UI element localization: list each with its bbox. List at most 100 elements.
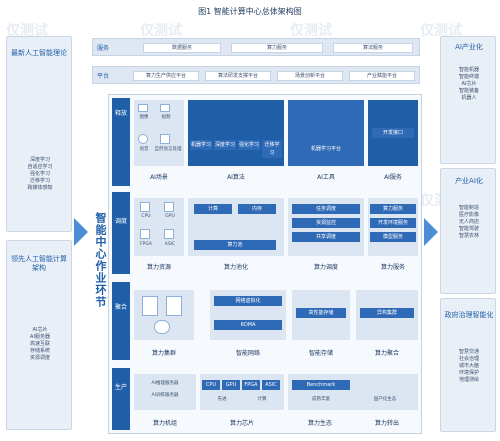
row2-caption: 算力资源 (146, 264, 171, 271)
row2-serv-box: 算力服务 开发环境服务 模型服务 (368, 198, 418, 256)
serv-chip: 开发环境服务 (370, 218, 416, 228)
row1-caption: AI工具 (317, 174, 335, 181)
serv-chip: 算力服务 (370, 204, 416, 214)
pool-chip: 内存 (238, 204, 276, 214)
asic-icon (164, 229, 174, 239)
left-theory-item: 跨媒体感知 (27, 185, 53, 191)
row3-net-box: 网络虚拟化 RDMA (210, 290, 286, 340)
left-theory-heading: 最新人工智能理论 (11, 49, 67, 57)
row2-sched-box: 任务调度 资源监控 共享调度 (288, 198, 364, 256)
left-theory-item: 迁移学习 (29, 178, 50, 184)
left-arch-item: 高速互联 (29, 341, 50, 347)
row3-cluster-box (134, 290, 194, 340)
chip-label: AI推理服务器 (151, 381, 179, 386)
row3-caption: 智能网络 (235, 350, 260, 357)
platform-label: 平台 (97, 73, 110, 80)
row2-caption: 算力池化 (223, 264, 248, 271)
chip-chip: ASIC (262, 380, 280, 390)
right-government-item: 地理测绘 (458, 377, 479, 383)
right-industry-ai-item: 无人商店 (458, 219, 479, 225)
algo-chip: 强化学习 (238, 140, 260, 150)
watermark: 仅测试 (6, 23, 48, 39)
chip-chip: FPGA (242, 380, 260, 390)
row1-caption: AI算法 (227, 174, 245, 181)
resource-label: ASIC (164, 242, 176, 247)
resource-label: CPU (141, 214, 151, 219)
store-chip: 高性能存储 (296, 308, 346, 318)
left-theory-item: 自适应学习 (27, 164, 53, 170)
right-industry-ai-item: 智能制造 (458, 205, 479, 211)
algo-chip: 深度学习 (214, 140, 236, 150)
video-icon (160, 104, 170, 112)
row3-store-box: 高性能存储 (292, 290, 350, 340)
sched-chip: 任务调度 (292, 204, 360, 214)
right-industry-item: AI芯片 (461, 81, 477, 87)
sched-chip: 共享调度 (292, 232, 360, 242)
left-arch-heading: 领先人工智能计算架构 (11, 255, 67, 272)
right-industry-ai-heading: 产业AI化 (455, 177, 483, 185)
row4-out-box: Benchmark 成熟丰富 国产化生态 (288, 374, 418, 410)
right-ai-industry-heading: AI产业化 (455, 43, 483, 51)
right-arrow-icon (424, 218, 438, 246)
row4-chip-box: CPU GPU FPGA ASIC 先进 计算 (200, 374, 284, 410)
row2-caption: 算力调度 (313, 264, 338, 271)
row3-agg-box: 异构集群 (356, 290, 418, 340)
row4-band: 生产 (112, 368, 130, 430)
service-algorithm: 算法服务 (333, 43, 413, 53)
left-arch-item: 资源调度 (29, 355, 50, 361)
left-arch-item: AI芯片 (32, 327, 48, 333)
row3-caption: 算力聚合 (374, 350, 399, 357)
out-chip: Benchmark (292, 380, 350, 390)
right-panel-government: 政府治理智能化 智慧交通 社会治理 城市大脑 环境保护 地理测绘 (440, 298, 496, 432)
database-icon (154, 320, 170, 334)
watermark: 仅测试 (420, 23, 462, 39)
row1-serv-box: 开发接口 (368, 100, 418, 166)
agg-chip: 异构集群 (360, 308, 414, 318)
service-label: 服务 (97, 45, 110, 52)
nlp-icon (160, 134, 170, 144)
out-label: 成熟丰富 (312, 397, 330, 402)
row3-caption: 智能存储 (308, 350, 333, 357)
left-panel-theory: 最新人工智能理论 深度学习 自适应学习 强化学习 迁移学习 跨媒体感知 (6, 36, 72, 232)
left-arch-item: AI服务器 (30, 334, 50, 340)
server-icon (142, 296, 158, 316)
right-industry-item: 智能终端 (458, 74, 479, 80)
fpga-icon (140, 229, 150, 239)
row4-caption: 算力芯片 (229, 420, 254, 427)
right-industry-ai-item: 智能驾驶 (458, 226, 479, 232)
platform-compute: 算力生产供应平台 (133, 71, 199, 81)
right-government-item: 智慧交通 (458, 349, 479, 355)
left-panel-architecture: 领先人工智能计算架构 AI芯片 AI服务器 高速互联 存储系统 资源调度 (6, 240, 72, 430)
image-icon (138, 104, 148, 112)
tool-chip: 机器学习平台 (292, 144, 360, 154)
algo-chip: 迁移学习 (262, 140, 282, 158)
right-industry-item: 智能机器 (458, 67, 479, 73)
server-icon (166, 296, 182, 316)
cpu-icon (140, 202, 150, 212)
resource-label: GPU (165, 214, 175, 219)
service-data: 数据服务 (143, 43, 221, 53)
right-arrow-icon (74, 218, 88, 246)
right-industry-item: 机器人 (461, 95, 477, 101)
left-arch-item: 存储系统 (29, 348, 50, 354)
row4-caption: 算力转出 (374, 420, 399, 427)
right-government-item: 社会治理 (458, 356, 479, 362)
row2-resource-box: CPU GPU FPGA ASIC (134, 198, 184, 256)
eco-label: 计算 (257, 397, 267, 402)
right-industry-item: 智能装备 (458, 88, 479, 94)
net-chip: 网络虚拟化 (214, 296, 282, 306)
row4-caption: 算力机组 (152, 420, 177, 427)
row3-caption: 算力集群 (151, 350, 176, 357)
right-government-item: 城市大脑 (458, 363, 479, 369)
eco-label: 先进 (217, 397, 227, 402)
right-industry-ai-item: 智慧农林 (458, 233, 479, 239)
chip-chip: GPU (222, 380, 240, 390)
right-government-heading: 政府治理智能化 (444, 311, 494, 319)
pool-chip: 算力池 (194, 240, 276, 250)
watermark: 仅测试 (140, 23, 182, 39)
row2-pool-box: 计算 内存 算力池 (188, 198, 284, 256)
row1-caption: AI场景 (150, 174, 168, 181)
row3-band: 聚合 (112, 282, 130, 360)
left-theory-item: 强化学习 (29, 171, 50, 177)
row1-scene-box: 图像 视频 语音 自然语言处理 (134, 100, 184, 166)
